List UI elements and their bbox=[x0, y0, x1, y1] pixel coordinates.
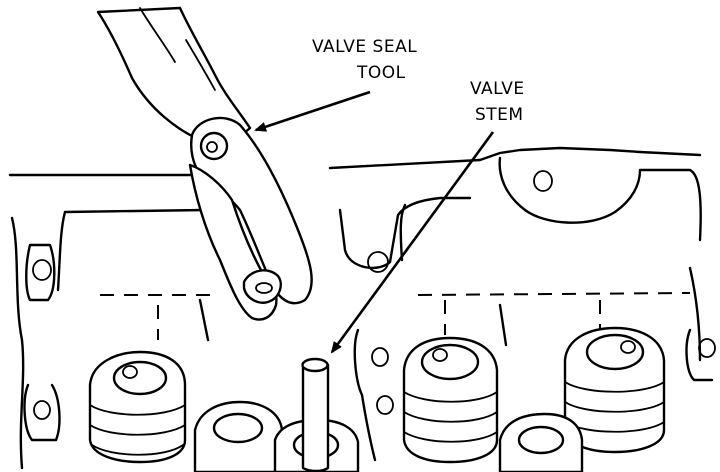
valve-spring-left bbox=[88, 350, 187, 464]
valve-stem-leader bbox=[330, 131, 495, 354]
center-bolt-hole-lower bbox=[371, 347, 389, 367]
valve-spring-right-b bbox=[563, 326, 666, 454]
left-boss-hole-upper bbox=[32, 259, 52, 281]
center-lower-boss bbox=[353, 328, 377, 462]
valve-seal-tool-label-line1: VALVE SEAL bbox=[312, 37, 417, 57]
right-lower-boss bbox=[685, 328, 714, 382]
parting-line-right bbox=[417, 292, 691, 296]
center-bolt-hole-upper bbox=[367, 251, 389, 273]
valve-seal-tool-label-line2: TOOL bbox=[356, 63, 406, 83]
valve-seal-tool-leader bbox=[254, 90, 371, 132]
tool-pivot bbox=[199, 131, 229, 161]
valve-stem bbox=[301, 357, 330, 472]
valve-stem-label-line2: STEM bbox=[475, 105, 524, 125]
left-boss-column bbox=[25, 243, 56, 302]
port-rib-left bbox=[198, 298, 210, 342]
head-deck-line bbox=[8, 146, 702, 177]
left-boss-lower bbox=[23, 383, 61, 442]
center-boss-outline bbox=[338, 196, 472, 269]
left-port-wall bbox=[56, 208, 216, 292]
right-port-wall bbox=[399, 203, 702, 362]
left-boss-hole-lower bbox=[33, 400, 51, 420]
top-right-bolt-hole bbox=[533, 170, 553, 192]
valve-spring-right-lower bbox=[498, 412, 584, 472]
port-rib-right bbox=[498, 303, 508, 347]
valve-seal-tool bbox=[96, 6, 313, 321]
valve-stem-label-line1: VALVE bbox=[470, 79, 525, 99]
right-pocket-outline bbox=[498, 156, 702, 242]
valve-spring-right-a bbox=[402, 336, 499, 464]
valve-spring-center-left bbox=[193, 400, 284, 472]
right-bolt-hole bbox=[698, 338, 716, 358]
center-bolt-hole-bottom bbox=[376, 395, 394, 415]
tool-seal-cup bbox=[242, 269, 282, 304]
head-left-edge bbox=[10, 216, 25, 470]
cylinder-head bbox=[8, 146, 716, 470]
